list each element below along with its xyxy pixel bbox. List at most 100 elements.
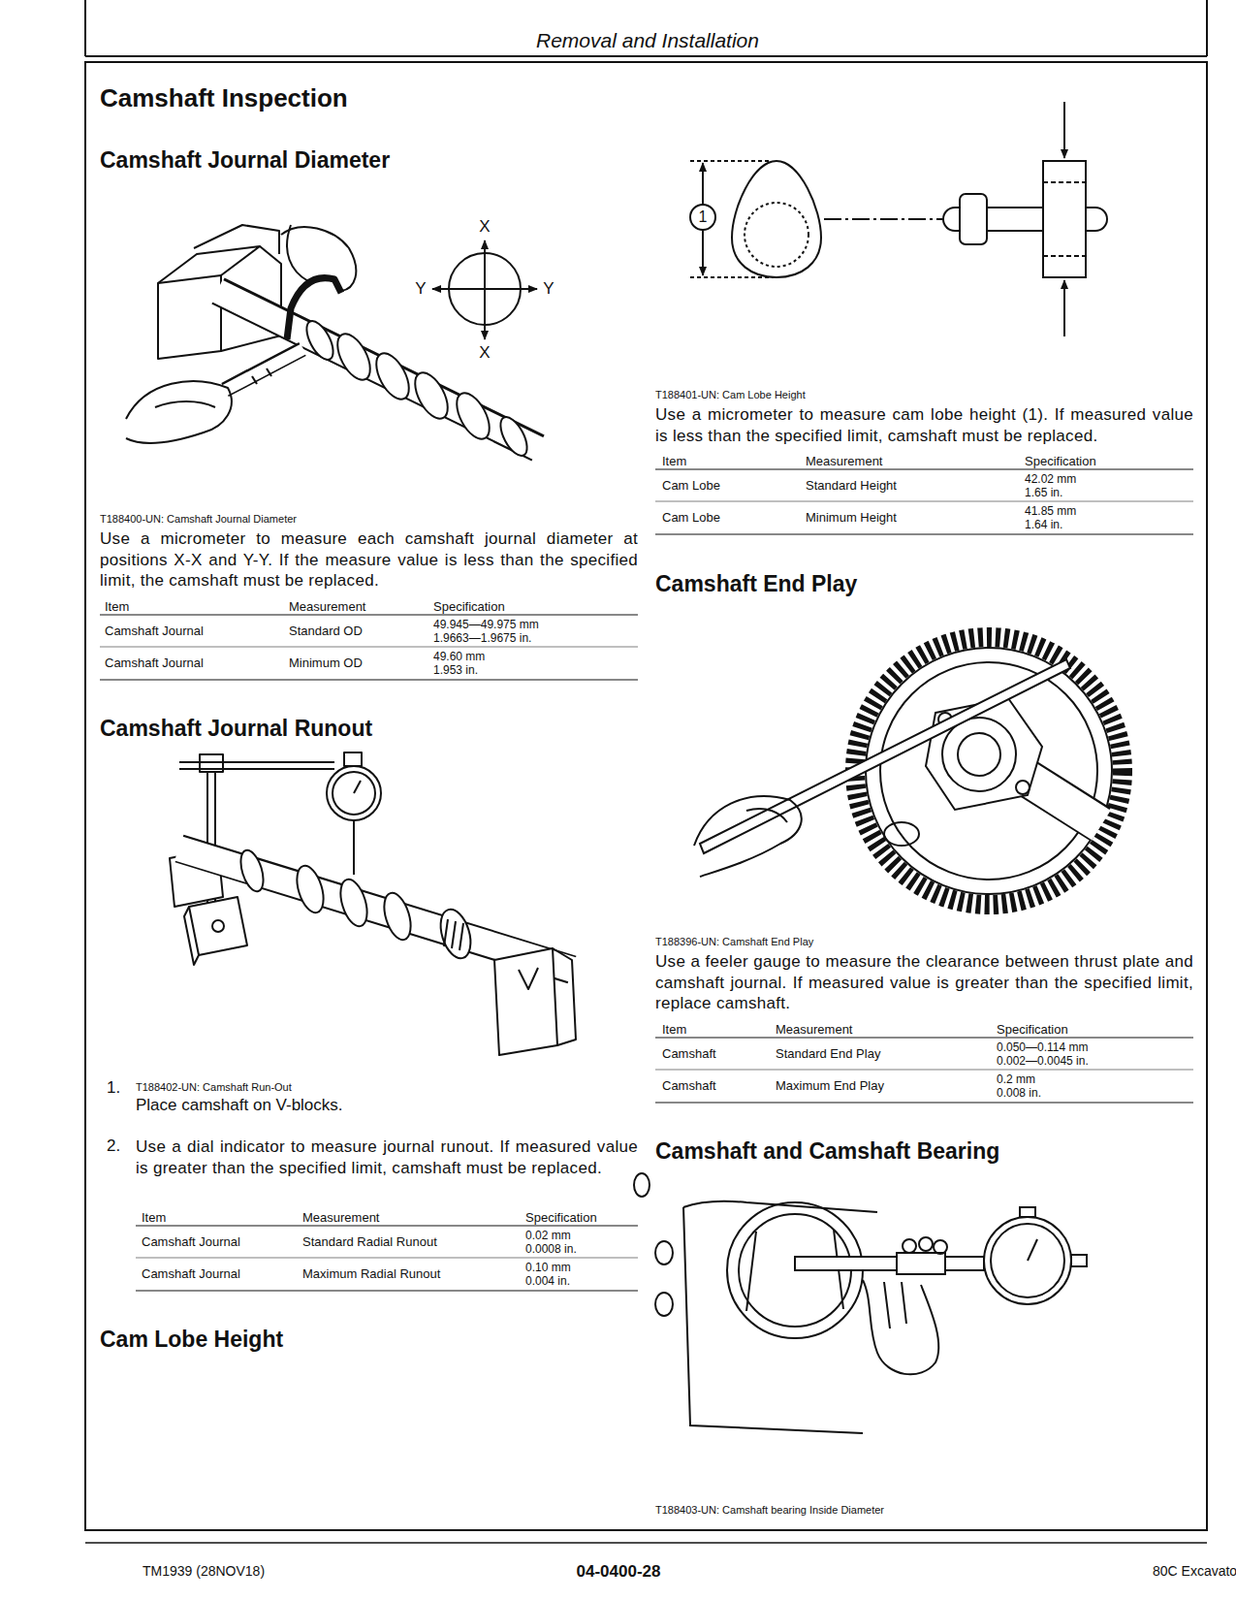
line-art xyxy=(884,1281,907,1329)
table-cell: Minimum OD xyxy=(288,655,363,671)
line-art xyxy=(217,290,539,449)
table-cell: Camshaft Journal xyxy=(141,1234,241,1250)
line-art xyxy=(925,697,1043,810)
table-cell: Item xyxy=(662,453,687,470)
line-art xyxy=(1043,160,1086,278)
label-text: Y xyxy=(414,279,426,299)
line-art xyxy=(435,905,476,962)
table-cell: Measurement xyxy=(805,453,883,470)
line-art xyxy=(655,500,1194,503)
line-art xyxy=(344,752,362,766)
table-cell: Standard Radial Runout xyxy=(302,1234,438,1250)
table-cell: 0.008 in. xyxy=(996,1085,1042,1100)
line-art xyxy=(326,765,381,821)
line-art xyxy=(701,229,704,276)
body-text: Use a feeler gauge to measure the cleara… xyxy=(655,950,1194,1015)
body-text: Use a micrometer to measure each camshaf… xyxy=(99,528,638,592)
line-art xyxy=(942,717,1016,792)
line-art xyxy=(459,922,464,951)
line-art xyxy=(896,1252,946,1274)
line-art xyxy=(286,224,309,282)
journal-diameter-illustration xyxy=(126,224,539,460)
line-art xyxy=(369,348,415,405)
line-art xyxy=(99,613,638,616)
section-heading: Camshaft End Play xyxy=(655,570,857,599)
table-cell: Specification xyxy=(525,1209,598,1226)
table-cell: Item xyxy=(141,1209,166,1226)
body-text: Use a micrometer to measure cam lobe hei… xyxy=(655,404,1194,446)
table-cell: Standard End Play xyxy=(775,1045,881,1062)
section-heading: Cam Lobe Height xyxy=(99,1326,284,1354)
table-cell: 49.60 mm xyxy=(433,649,485,664)
line-art xyxy=(683,1206,863,1433)
line-art xyxy=(301,316,339,364)
table-cell: 49.945—49.975 mm xyxy=(433,617,539,632)
label-text: Y xyxy=(542,279,554,299)
line-art xyxy=(335,876,373,930)
page-frame xyxy=(85,0,1207,1543)
line-art xyxy=(184,906,199,965)
line-art xyxy=(694,795,802,877)
line-art xyxy=(179,760,335,763)
line-art xyxy=(744,202,809,267)
line-art xyxy=(690,159,772,162)
label-text: Place camshaft on V-blocks. xyxy=(135,1095,344,1115)
table-cell: Cam Lobe xyxy=(662,477,721,494)
label-text: 2. xyxy=(106,1136,121,1156)
table-cell: 1.65 in. xyxy=(1024,485,1063,500)
line-art xyxy=(236,847,268,894)
section-heading: Camshaft Journal Runout xyxy=(99,715,373,743)
table-cell: 0.10 mm xyxy=(525,1260,571,1274)
cam-lobe-illustration xyxy=(690,101,1096,337)
label-text: X xyxy=(478,217,490,237)
line-art xyxy=(179,767,335,770)
line-art xyxy=(330,328,377,385)
line-art xyxy=(933,1239,948,1254)
line-art xyxy=(794,1256,984,1270)
table-cell: 0.2 mm xyxy=(996,1072,1036,1086)
end-play-illustration xyxy=(694,636,1123,905)
footer-text: 04-0400-28 xyxy=(576,1561,662,1582)
line-art xyxy=(286,278,342,340)
line-art xyxy=(683,1201,878,1212)
line-art xyxy=(1063,101,1066,159)
line-art xyxy=(432,287,538,290)
line-art xyxy=(959,193,987,245)
figure-caption: T188402-UN: Camshaft Run-Out xyxy=(135,1080,292,1094)
line-art xyxy=(633,1172,650,1197)
line-art xyxy=(291,862,329,917)
line-art xyxy=(332,771,376,815)
line-art xyxy=(1019,1206,1036,1217)
line-art xyxy=(884,822,920,846)
table-cell: 1.9663—1.9675 in. xyxy=(433,631,532,645)
line-art xyxy=(957,732,1001,776)
line-art xyxy=(85,1541,1207,1544)
figure-caption: T188403-UN: Camshaft bearing Inside Diam… xyxy=(655,1503,885,1517)
table-cell: Item xyxy=(662,1021,687,1038)
line-art xyxy=(135,1256,638,1259)
line-art xyxy=(1015,780,1030,794)
table-cell: Measurement xyxy=(288,599,366,615)
line-art xyxy=(266,368,272,377)
line-art xyxy=(855,636,1123,905)
table-cell: 0.0008 in. xyxy=(525,1241,577,1256)
line-art xyxy=(179,848,572,970)
figure-caption: T188401-UN: Cam Lobe Height xyxy=(655,388,806,402)
line-art xyxy=(135,1289,638,1292)
line-art xyxy=(218,290,539,448)
table-cell: Camshaft Journal xyxy=(104,655,204,671)
line-art xyxy=(224,348,303,390)
line-art xyxy=(178,848,573,970)
line-art xyxy=(699,659,1071,854)
line-art xyxy=(99,645,638,648)
page-title: Camshaft Inspection xyxy=(99,83,349,114)
line-art xyxy=(552,948,576,1046)
line-art xyxy=(690,276,774,279)
line-art xyxy=(655,1292,673,1316)
table-cell: 0.002—0.0045 in. xyxy=(996,1053,1089,1068)
table-cell: 0.02 mm xyxy=(525,1228,571,1242)
line-art xyxy=(451,920,456,949)
table-cell: Maximum Radial Runout xyxy=(302,1266,441,1282)
line-art xyxy=(84,0,87,57)
